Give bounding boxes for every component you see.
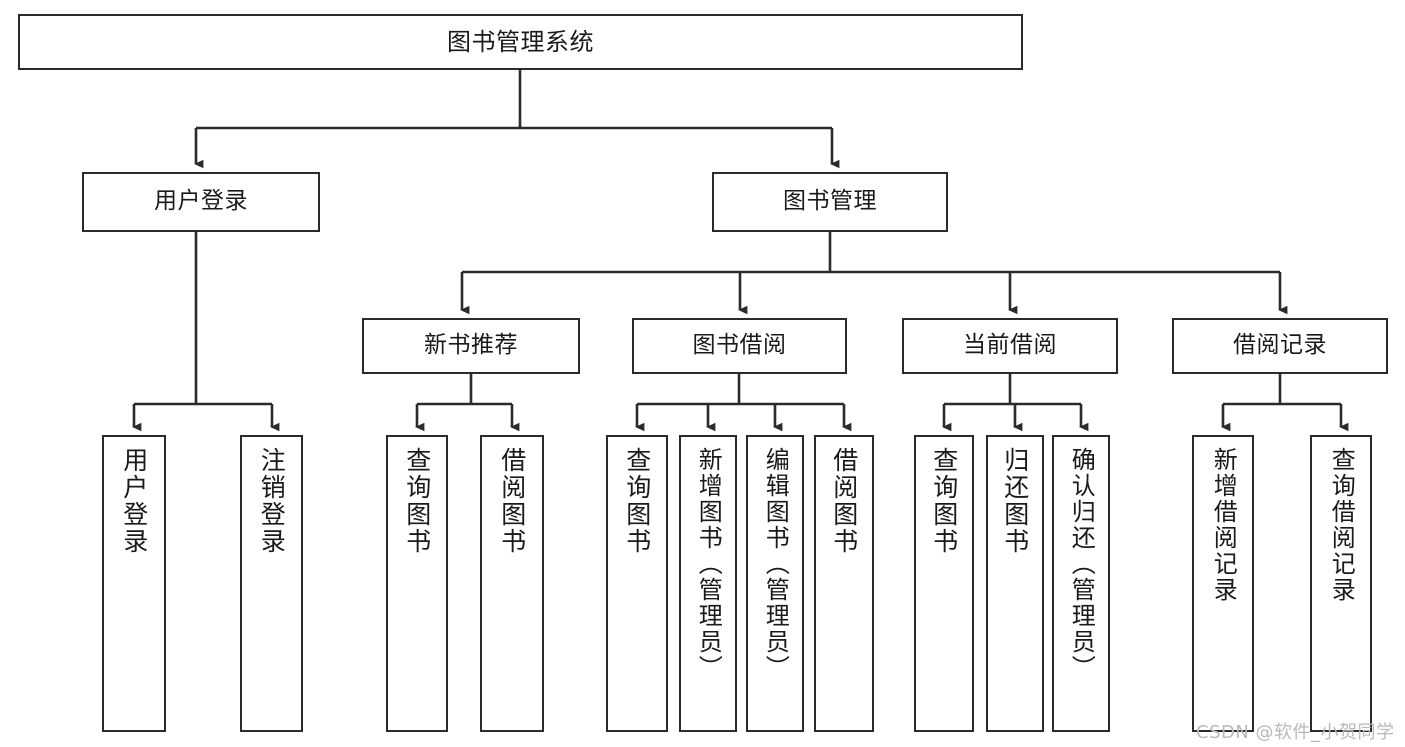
node-borrow-record-label: 借阅记录: [1233, 332, 1327, 359]
node-leaf-return-book-label: 归还图书: [1000, 447, 1030, 555]
node-leaf-add-borrow-record[interactable]: 新增借阅记录: [1192, 435, 1254, 732]
node-borrow-record[interactable]: 借阅记录: [1172, 318, 1388, 374]
node-leaf-user-login[interactable]: 用户登录: [102, 435, 166, 732]
node-book-management[interactable]: 图书管理: [712, 172, 948, 232]
node-leaf-return-book[interactable]: 归还图书: [986, 435, 1044, 732]
node-leaf-borrow-book-2-label: 借阅图书: [829, 447, 859, 555]
node-leaf-borrow-book-1-label: 借阅图书: [497, 447, 527, 555]
node-leaf-logout-label: 注销登录: [257, 447, 287, 555]
node-leaf-query-book-3[interactable]: 查询图书: [914, 435, 974, 732]
node-book-management-label: 图书管理: [783, 188, 877, 215]
node-leaf-add-book-admin[interactable]: 新增图书（管理员）: [679, 435, 737, 732]
node-user-login[interactable]: 用户登录: [82, 172, 320, 232]
node-new-book-recommend-label: 新书推荐: [424, 332, 518, 359]
node-leaf-edit-book-admin-label: 编辑图书（管理员）: [761, 447, 790, 681]
node-book-borrow-label: 图书借阅: [692, 332, 787, 359]
node-leaf-confirm-return-label: 确认归还（管理员）: [1067, 447, 1096, 681]
node-leaf-add-borrow-record-label: 新增借阅记录: [1209, 447, 1238, 603]
node-leaf-query-book-1-label: 查询图书: [402, 447, 432, 555]
node-leaf-query-borrow-record[interactable]: 查询借阅记录: [1310, 435, 1372, 732]
node-leaf-confirm-return[interactable]: 确认归还（管理员）: [1052, 435, 1110, 732]
node-leaf-add-book-admin-label: 新增图书（管理员）: [694, 447, 723, 681]
node-current-borrow[interactable]: 当前借阅: [902, 318, 1118, 374]
node-leaf-query-book-2[interactable]: 查询图书: [606, 435, 668, 732]
node-leaf-query-borrow-record-label: 查询借阅记录: [1327, 447, 1356, 603]
node-book-borrow[interactable]: 图书借阅: [632, 318, 847, 374]
node-user-login-label: 用户登录: [154, 188, 248, 215]
csdn-watermark: CSDN @软件_小贺同学: [1196, 722, 1395, 743]
node-leaf-borrow-book-1[interactable]: 借阅图书: [480, 435, 544, 732]
node-leaf-user-login-label: 用户登录: [119, 447, 149, 555]
node-leaf-borrow-book-2[interactable]: 借阅图书: [814, 435, 874, 732]
node-leaf-edit-book-admin[interactable]: 编辑图书（管理员）: [746, 435, 804, 732]
node-leaf-query-book-3-label: 查询图书: [929, 447, 959, 555]
node-leaf-query-book-1[interactable]: 查询图书: [386, 435, 448, 732]
node-new-book-recommend[interactable]: 新书推荐: [362, 318, 580, 374]
node-root[interactable]: 图书管理系统: [18, 14, 1023, 70]
node-leaf-query-book-2-label: 查询图书: [622, 447, 652, 555]
node-leaf-logout[interactable]: 注销登录: [240, 435, 303, 732]
node-root-label: 图书管理系统: [447, 27, 594, 56]
node-current-borrow-label: 当前借阅: [963, 332, 1057, 359]
